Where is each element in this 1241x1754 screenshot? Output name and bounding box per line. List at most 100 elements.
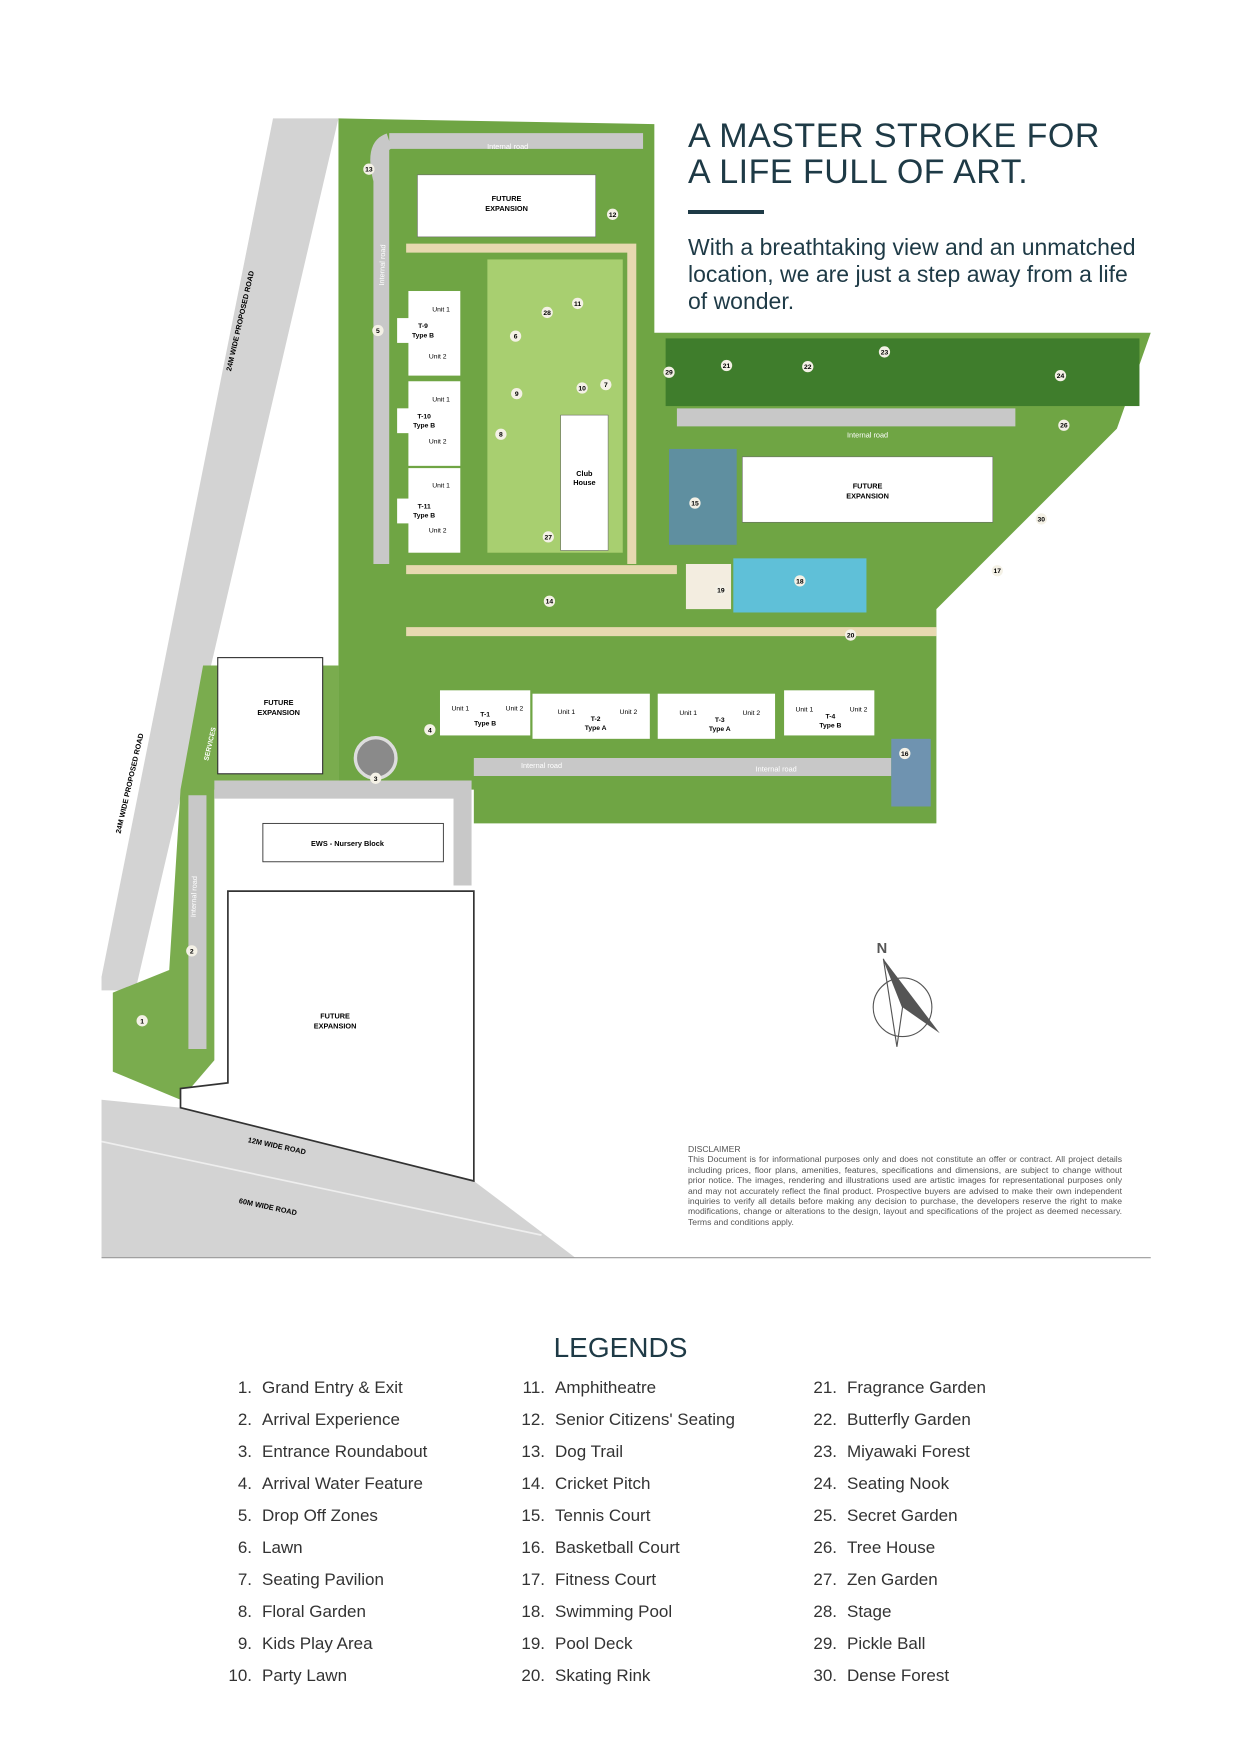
marker-dot — [802, 360, 814, 373]
amenity-marker: 28 — [543, 310, 551, 317]
legend-number: 12. — [521, 1410, 545, 1429]
legend-label: Basketball Court — [555, 1538, 680, 1557]
marker-dot — [715, 584, 727, 596]
svg-text:Unit 1: Unit 1 — [558, 709, 576, 716]
ews-nursery-block — [262, 822, 444, 863]
legend-number: 22. — [813, 1410, 837, 1429]
tower-t2: Unit 1 T-2 Type A Unit 2 — [532, 693, 650, 739]
legend-item: 27.Zen Garden — [811, 1570, 986, 1602]
amenity-marker: 24 — [1057, 373, 1065, 380]
svg-text:EXPANSION: EXPANSION — [846, 492, 889, 501]
legend-item: 6.Lawn — [226, 1538, 427, 1570]
future-expansion-south — [179, 890, 475, 1183]
marker-dot — [991, 565, 1003, 577]
legend-label: Grand Entry & Exit — [262, 1378, 403, 1397]
legend-item: 5.Drop Off Zones — [226, 1506, 427, 1538]
marker-dot — [136, 1015, 148, 1027]
future-expansion-east — [742, 456, 994, 523]
amenity-marker: 10 — [578, 386, 586, 393]
marker-dot — [363, 163, 375, 175]
legend-item: 17.Fitness Court — [519, 1570, 735, 1602]
legend-item: 22.Butterfly Garden — [811, 1410, 986, 1442]
legend-item: 20.Skating Rink — [519, 1666, 735, 1698]
legend-item: 29.Pickle Ball — [811, 1634, 986, 1666]
legend-item: 23.Miyawaki Forest — [811, 1442, 986, 1474]
svg-text:T-2: T-2 — [591, 716, 601, 723]
svg-text:Internal road: Internal road — [847, 431, 888, 440]
headline: A MASTER STROKE FOR A LIFE FULL OF ART. — [688, 118, 1100, 190]
internal-road-loop — [370, 133, 644, 564]
svg-text:EXPANSION: EXPANSION — [314, 1022, 357, 1031]
future-expansion-west — [217, 657, 324, 775]
legend-label: Fragrance Garden — [847, 1378, 986, 1397]
svg-text:Internal road: Internal road — [487, 142, 528, 151]
legend-number: 26. — [813, 1538, 837, 1557]
legend-number: 11. — [522, 1378, 545, 1397]
svg-text:FUTURE: FUTURE — [492, 194, 522, 203]
future-expansion-north — [417, 174, 596, 238]
svg-text:Internal road: Internal road — [377, 244, 387, 285]
legend-label: Seating Nook — [847, 1474, 950, 1493]
tower-t10: Unit 1 T-10 Type B Unit 2 — [397, 381, 461, 466]
amenity-marker: 14 — [546, 599, 554, 606]
legend-item: 24.Seating Nook — [811, 1474, 986, 1506]
legend-number: 13. — [521, 1442, 545, 1461]
amenity-marker: 15 — [691, 501, 699, 508]
amenity-marker: 12 — [609, 212, 617, 219]
legend-label: Fitness Court — [555, 1570, 657, 1589]
svg-text:Unit 1: Unit 1 — [432, 306, 450, 313]
svg-text:Unit 2: Unit 2 — [620, 709, 638, 716]
svg-text:T-10: T-10 — [417, 413, 431, 420]
svg-text:Unit 2: Unit 2 — [429, 354, 447, 361]
marker-dot — [689, 497, 701, 509]
marker-dot — [370, 772, 382, 784]
north-compass-icon: N — [872, 941, 940, 1047]
svg-text:Type B: Type B — [413, 513, 435, 520]
legend-number: 9. — [237, 1634, 252, 1653]
road-bottom — [101, 1099, 576, 1258]
legend-label: Tree House — [847, 1538, 936, 1557]
legend-label: Tennis Court — [555, 1506, 651, 1525]
amenity-marker: 22 — [804, 364, 812, 371]
legend-label: Cricket Pitch — [555, 1474, 651, 1493]
legend-label: Zen Garden — [847, 1570, 938, 1589]
legend-label: Drop Off Zones — [262, 1506, 378, 1525]
amenity-marker: 19 — [717, 587, 725, 594]
marker-dot — [663, 366, 675, 378]
marker-dot — [424, 724, 436, 736]
legend-number: 28. — [813, 1602, 837, 1621]
svg-text:Internal road: Internal road — [756, 765, 797, 774]
legend-number: 20. — [521, 1666, 545, 1685]
amenity-marker: 7 — [604, 382, 608, 389]
amenity-marker: 2 — [190, 948, 194, 955]
marker-dot — [511, 388, 523, 400]
legend-label: Secret Garden — [847, 1506, 958, 1525]
legend-label: Swimming Pool — [555, 1602, 673, 1621]
legend-number: 30. — [813, 1666, 837, 1685]
svg-text:T-4: T-4 — [825, 714, 835, 721]
svg-text:Type B: Type B — [819, 723, 841, 730]
svg-text:EWS - Nursery Block: EWS - Nursery Block — [311, 839, 385, 848]
legend-number: 1. — [237, 1378, 252, 1397]
marker-dot — [372, 324, 384, 337]
svg-text:N: N — [877, 941, 888, 957]
legend-number: 6. — [237, 1538, 252, 1557]
svg-text:Type B: Type B — [413, 423, 435, 430]
svg-text:Unit 2: Unit 2 — [743, 710, 761, 717]
amenity-marker: 3 — [374, 776, 378, 783]
marker-dot — [186, 945, 198, 957]
legend-item: 16. Basketball Court — [519, 1538, 735, 1570]
marker-dot — [542, 531, 554, 543]
legend-item: 25.Secret Garden — [811, 1506, 986, 1538]
tennis-court — [669, 448, 737, 545]
legend-number: 16. — [521, 1538, 545, 1557]
svg-text:Type B: Type B — [474, 720, 496, 727]
svg-text:Unit 2: Unit 2 — [506, 706, 524, 713]
amenity-marker: 13 — [365, 167, 373, 174]
legend-label: Floral Garden — [262, 1602, 366, 1621]
legend-label: Dog Trail — [555, 1442, 624, 1461]
